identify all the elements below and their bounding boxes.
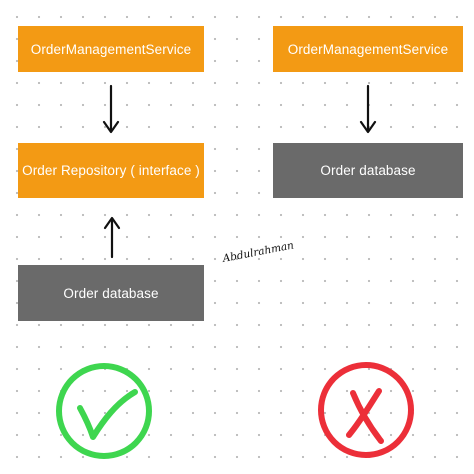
right-order-database-box: Order database xyxy=(273,143,463,198)
order-repository-interface-label: Order Repository ( interface ) xyxy=(22,163,200,178)
left-order-management-service-box: OrderManagementService xyxy=(18,26,204,72)
arrow-up-icon xyxy=(103,216,121,259)
right-order-management-service-label: OrderManagementService xyxy=(287,41,449,57)
arrow-down-icon xyxy=(359,84,377,134)
order-repository-interface-box: Order Repository ( interface ) xyxy=(18,143,204,198)
left-order-management-service-label: OrderManagementService xyxy=(30,41,192,57)
left-order-database-box: Order database xyxy=(18,265,204,321)
right-order-database-label: Order database xyxy=(320,163,416,178)
left-order-database-label: Order database xyxy=(63,285,159,301)
arrow-down-icon xyxy=(102,84,120,134)
cross-circle-icon xyxy=(318,362,414,458)
checkmark-circle-icon xyxy=(56,363,152,459)
right-order-management-service-box: OrderManagementService xyxy=(273,26,463,72)
